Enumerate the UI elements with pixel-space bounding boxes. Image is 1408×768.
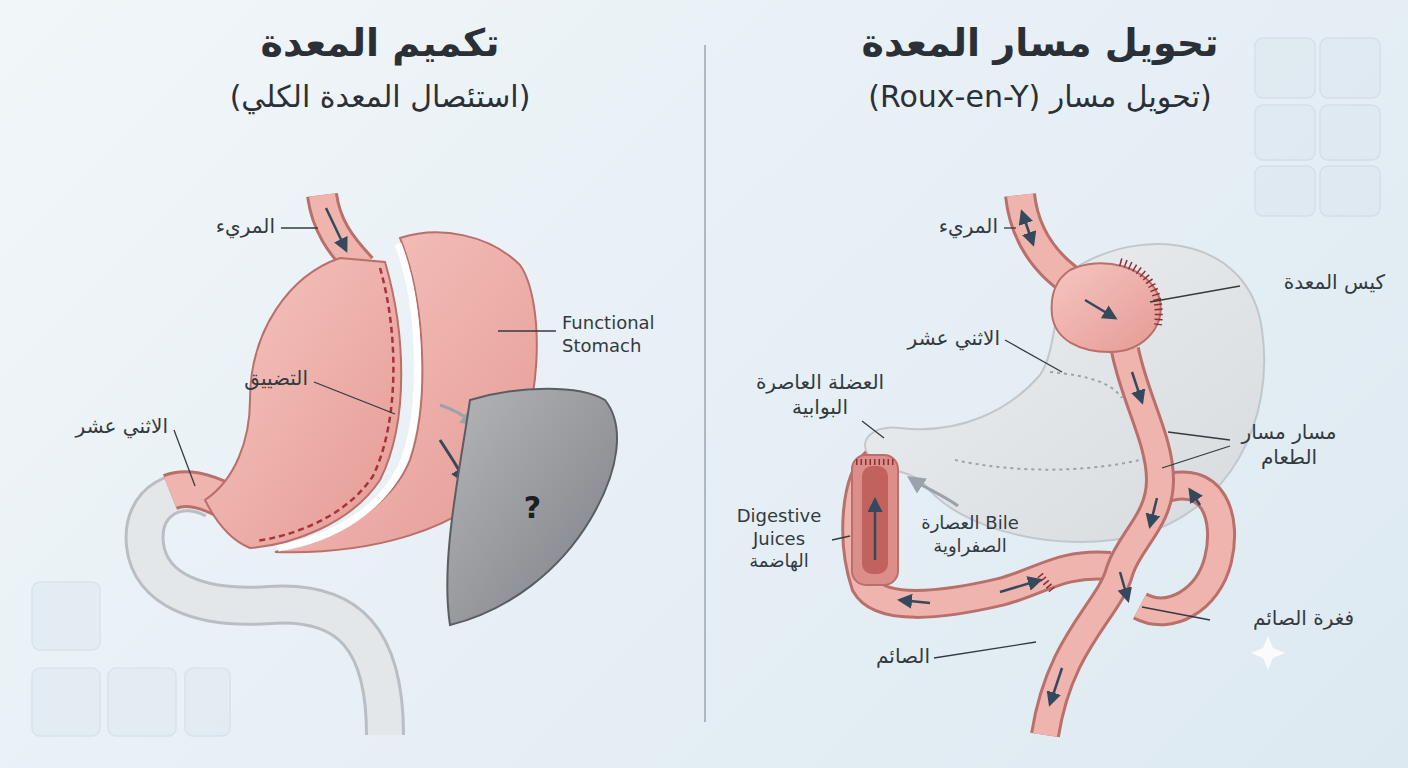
decor-icon [32,668,100,736]
leader-line [281,227,318,228]
part-label: الاثني عشر [36,414,168,439]
flow-arrow [1022,212,1033,244]
flow-arrow [1000,580,1040,592]
sleeve-stomach [205,258,401,548]
bile-arrow [910,478,958,506]
decor-icon [1320,38,1380,98]
roux-limb-outline [1045,350,1160,735]
part-label: مسار مسار الطعام [1234,420,1344,470]
part-label: فغرة الصائم [1214,606,1354,631]
removed-stomach-part: ? [435,385,630,630]
flow-arrow [1085,300,1115,318]
decor-icon [1320,105,1380,160]
part-label: الاثني عشر [868,326,1000,351]
flow-arrow [900,600,930,603]
part-label: المريء [890,214,998,239]
sparkle [1251,636,1285,670]
part-label: Digestive Juices الهاضمة [728,505,830,573]
leader-line [1150,286,1240,302]
part-label: التضييق [196,366,308,391]
leader-line [498,330,556,331]
staple-line [955,452,1170,470]
flow-arrow [874,500,877,560]
decor-icon [1255,38,1315,98]
leader-line [314,382,395,414]
part-label: المريء [170,214,275,239]
leader-line [1142,607,1210,620]
panel-heading: (تحويل مسار (Roux-en-Y) [790,78,1290,116]
decor-icon [185,668,230,736]
roux-limb [1045,350,1160,735]
gastric-pouch [1052,263,1161,352]
esophagus [322,195,362,268]
flow-arrow [1120,572,1128,600]
stitch-line [1040,575,1052,590]
flow-arrow [1190,490,1200,505]
panel-heading: (استئصال المعدة الكلي) [130,78,630,116]
esophagus-outline [322,195,362,268]
leader-lines [832,228,1240,658]
leader-line [832,536,850,540]
removed-part-outline [447,389,617,625]
leader-line [1004,227,1016,228]
staple-line [256,268,393,541]
part-label: الصائم [838,644,930,669]
part-label: العضلة العاصرة البوابية [740,370,900,420]
divider-line [704,45,706,722]
flow-arrow [326,208,346,250]
decor-icon [1320,166,1380,216]
panel-heading: تحويل مسار المعدة [790,20,1290,68]
node-text: ? [524,490,541,525]
staple-line [1050,372,1122,398]
decor-icon [32,582,100,650]
part-label: Functional Stomach [562,312,690,357]
stitch-line [1120,262,1159,325]
decor-icon [1255,166,1315,216]
decor-icons [32,38,1380,736]
stitch-line [856,459,894,465]
leader-line [862,421,884,438]
flow-arrows [875,212,1200,704]
duodenum-lumen [862,466,888,574]
flow-arrow [1150,498,1157,526]
decor-icon [1255,105,1315,160]
leader-line [1168,432,1230,440]
leader-line [1162,446,1230,468]
leader-line [934,642,1036,658]
flow-arrow [1132,372,1142,402]
leader-line [1005,340,1062,372]
decor-icon [108,668,176,736]
panel-heading: تكميم المعدة [130,20,630,68]
part-label: Bile العصارة الصفراوية [900,512,1040,557]
flow-arrow [1050,668,1062,704]
part-label: كيس المعدة [1245,270,1385,295]
leader-line [174,430,195,486]
duodenum-segment [852,455,898,585]
